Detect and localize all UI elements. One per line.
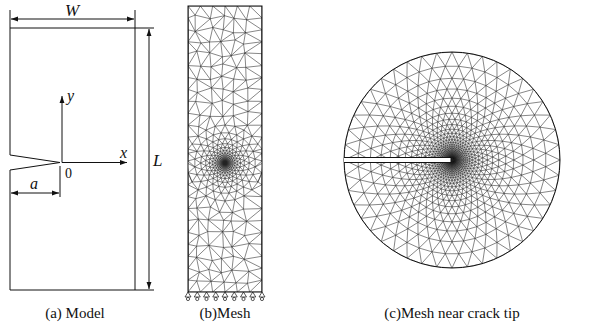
panel-caption: (b)Mesh [200,306,251,321]
tip-mesh-outline [344,52,560,268]
extension-line [60,166,61,197]
triangle-mesh [188,6,262,292]
support-roller [186,297,189,300]
y-axis [62,96,63,163]
panel-caption: (a) Model [45,306,105,321]
support-symbols [185,292,265,301]
crack-slit [344,158,451,163]
support-roller [196,297,199,300]
support-triangle [213,292,219,297]
radial-mesh [344,52,560,268]
support-triangle [231,292,237,297]
specimen-outline [10,28,135,290]
support-roller [242,297,245,300]
support-triangle [259,292,265,297]
mesh-panel [187,6,263,292]
support-triangle [204,292,210,297]
support-roller [223,297,226,300]
support-roller [214,297,217,300]
support-triangle [185,292,191,297]
length-symbol: L [153,152,162,169]
x-axis [62,162,127,163]
width-symbol: W [65,2,79,19]
extension-line [10,10,11,28]
extension-line [135,10,136,28]
support-triangle [241,292,247,297]
support-roller [251,297,254,300]
support-triangle [222,292,228,297]
crack-gap [344,158,451,163]
extension-line [135,290,154,291]
support-roller [205,297,208,300]
support-triangle [194,292,200,297]
origin-label: 0 [65,167,72,181]
crack-length-symbol: a [30,176,38,192]
crack-notch [10,155,60,170]
crack-length-dimension [11,193,59,194]
length-dimension [149,29,150,289]
mesh-outline [188,6,262,292]
support-triangle [250,292,256,297]
support-roller [233,297,236,300]
extension-line [135,28,154,29]
panel-caption: (c)Mesh near crack tip [384,306,519,321]
support-roller [260,297,263,300]
crack-faces [344,158,451,163]
axis-name: y [67,88,74,104]
model-drawing [10,10,154,290]
axis-name: x [120,145,127,161]
tip-mesh-panel [344,52,560,268]
